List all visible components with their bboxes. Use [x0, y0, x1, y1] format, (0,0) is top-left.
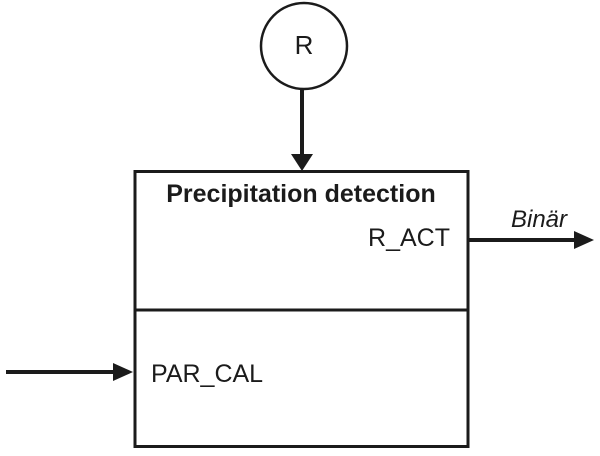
param-port-label: PAR_CAL	[151, 360, 263, 388]
output-port-label: R_ACT	[368, 224, 450, 252]
param-arrow-head	[113, 363, 133, 381]
input-arrow-head	[291, 154, 313, 171]
block-title: Precipitation detection	[166, 180, 435, 208]
output-arrow-head	[574, 231, 594, 249]
input-node-label: R	[295, 30, 314, 60]
output-signal-label: Binär	[511, 206, 568, 233]
